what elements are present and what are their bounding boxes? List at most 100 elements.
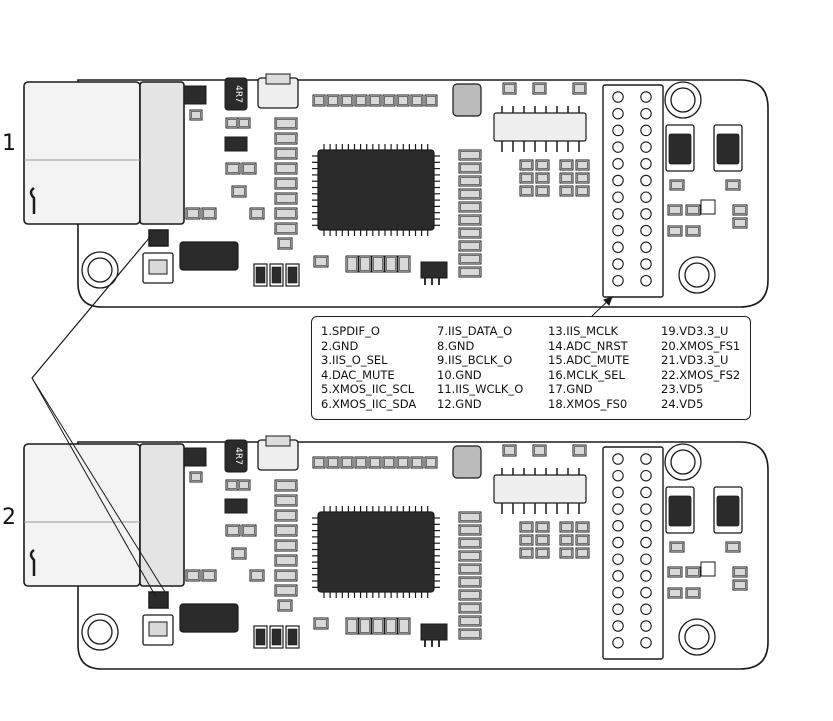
smd-pad [537,549,548,557]
smd-pad [187,209,199,218]
smd-pad [315,257,327,266]
pin-label: 6.XMOS_IIC_SDA [321,396,417,411]
smd-pad [276,134,296,143]
smd-pad [315,619,327,628]
smd-pad [276,541,296,550]
smd-pad [243,526,255,535]
smd-pad [734,219,746,227]
push-button [452,445,482,479]
header-pin [612,124,624,137]
inductor-label: 4R7 [233,85,243,103]
header-pin [640,553,652,565]
smd-pad [251,209,263,218]
mounting-hole-inner [87,257,113,283]
smd-pad [203,571,215,580]
resistor-body [287,266,298,284]
smd-pad [191,473,201,481]
board-label-1: 1 [2,131,16,156]
smd-pad [561,187,572,195]
board-label-2: 2 [2,505,16,530]
smd-pad [460,565,480,573]
smd-pad [276,571,296,580]
smd-pad [426,458,436,467]
pin-label: 5.XMOS_IIC_SCL [321,382,415,397]
smd-pad [370,96,380,105]
header-pin [640,258,652,270]
smd-pad [386,619,396,633]
smd-pad [460,229,480,237]
pin-label: 15.ADC_MUTE [548,353,630,368]
resistor-body [255,628,266,646]
pin-label: 14.ADC_NRST [548,338,628,353]
smd-pad [279,239,291,248]
led-component [148,229,169,247]
smd-pad [460,513,480,521]
smd-pad [460,604,480,612]
pin-label: 20.XMOS_FS1 [661,338,741,353]
header-pin [640,124,652,137]
header-pin [612,241,624,254]
smd-pad [233,187,245,196]
smd-pad [203,209,215,218]
resistor-body [271,628,282,646]
pinout-column-4: 19.VD3.3_U 20.XMOS_FS1 21.VD3.3_U 22.XMO… [661,324,740,412]
smd-pad [399,257,409,271]
sot-component [183,447,207,467]
smd-pad [239,481,249,489]
smd-pad [276,119,296,128]
smd-pad [734,206,746,214]
smd-pad [561,549,572,557]
smd-pad [347,619,357,633]
smd-pad [384,458,394,467]
smd-pad [687,227,699,235]
smd-pad [227,481,237,489]
pin-label: 18.XMOS_FS0 [548,396,628,411]
smd-pad [276,209,296,218]
smd-crystal [179,241,239,271]
smd-pad [460,164,480,172]
mounting-hole-inner [684,624,710,650]
inductor [224,439,248,473]
smd-pad [398,458,408,467]
sot-component [700,561,716,577]
header-pin [612,91,624,103]
soic-chip [493,474,587,504]
smd-pad [537,187,548,195]
smd-pad [187,571,199,580]
regulator [420,261,448,279]
pin-label: 22.XMOS_FS2 [661,367,741,382]
smd-pad [276,586,296,595]
header-pin [612,107,624,120]
smd-pad [276,511,296,520]
smd-pad [384,96,394,105]
smd-pad [687,589,699,597]
inductor-label: 4R7 [233,447,243,465]
pin-label: 4.DAC_MUTE [321,367,395,382]
smd-pad [669,568,681,576]
smd-pad [460,242,480,250]
pin-label: 11.IIS_WCLK_O [437,382,524,397]
smd-pad [360,257,370,271]
smd-pad [360,619,370,633]
smd-pad [504,84,515,93]
smd-pad [251,571,263,580]
header-pin [640,469,652,482]
header-pin [612,453,624,465]
smd-pad [276,526,296,535]
pin-label: 1.SPDIF_O [321,324,380,338]
header-pin [640,570,652,582]
header-pin [612,553,624,565]
header-pin [612,586,624,599]
usb-connector-side [139,443,185,587]
mounting-hole-inner [87,619,113,645]
pin-label: 9.IIS_BCLK_O [437,353,513,368]
smd-pad [574,84,585,93]
header-pin [640,91,652,103]
smd-pad [356,96,366,105]
header-pin [640,174,652,187]
header-pin [612,570,624,582]
smd-pad [671,543,683,551]
header-pin [612,620,624,632]
pinout-column-3: 13.IIS_MCLK 14.ADC_NRST 15.ADC_MUTE 16.M… [548,324,629,412]
smd-pad [191,111,201,119]
